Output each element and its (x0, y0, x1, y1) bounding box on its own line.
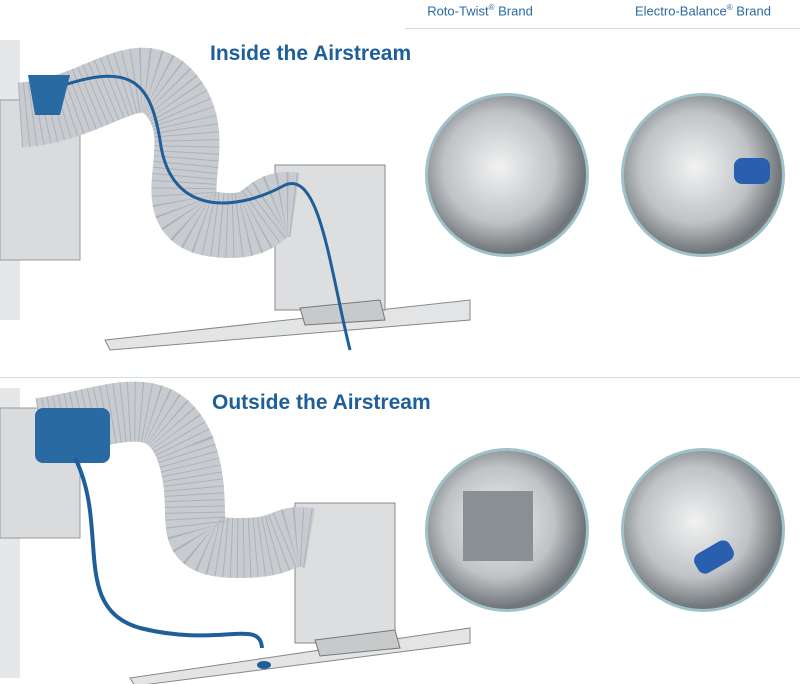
section-divider (0, 377, 800, 378)
control-cable (73, 457, 264, 649)
roto-twist-inside-photo (425, 93, 589, 257)
brand-name: Roto-Twist (427, 3, 489, 19)
motor-icon (691, 537, 737, 577)
inside-airstream-illustration (0, 40, 471, 351)
electro-balance-inside-photo (621, 93, 785, 257)
boot-box (274, 164, 386, 311)
outside-airstream-illustration (0, 381, 471, 684)
brand-suffix: Brand (494, 3, 533, 19)
ceiling-control-port-icon (257, 661, 271, 669)
motor-icon (734, 158, 770, 184)
duct-ribs (16, 47, 300, 259)
header-divider (405, 28, 800, 29)
diffuser-grille (314, 629, 401, 657)
registered-mark: ® (726, 3, 733, 12)
section-title-inside: Inside the Airstream (210, 42, 412, 65)
damper-actuator-icon (35, 408, 110, 463)
brand-suffix: Brand (732, 3, 771, 19)
registered-mark: ® (488, 3, 495, 12)
electro-balance-outside-photo (621, 448, 785, 612)
brand-header-electro-balance: Electro-Balance® Brand (603, 3, 800, 18)
section-title-outside: Outside the Airstream (212, 391, 431, 414)
brand-header-roto-twist: Roto-Twist® Brand (380, 3, 580, 18)
roto-twist-outside-photo (425, 448, 589, 612)
control-cable (49, 74, 352, 351)
control-plate (463, 491, 533, 561)
flex-duct (35, 381, 315, 579)
brand-name: Electro-Balance (635, 3, 727, 19)
damper-actuator-icon (28, 75, 70, 115)
